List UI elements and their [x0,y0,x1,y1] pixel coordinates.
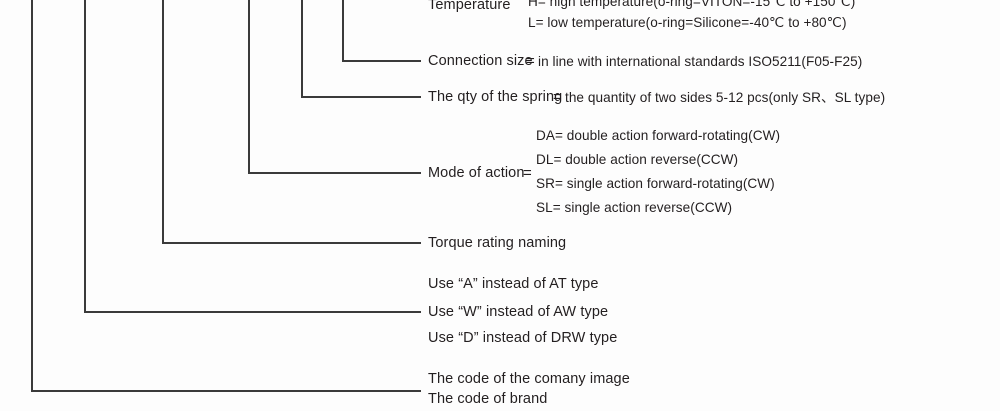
value-use-w: Use “W” instead of AW type [428,303,609,320]
separator-connection-size: = [526,52,535,70]
value-mode-sl: SL= single action reverse(CCW) [536,200,733,216]
value-mode-sr: SR= single action forward-rotating(CW) [536,176,775,192]
leader-line-connection-size [342,0,421,62]
leader-line-torque-rating [162,0,421,244]
label-mode-of-action: Mode of action [428,164,525,181]
value-code-company-image: The code of the comany image [428,370,630,387]
label-spring-qty: The qty of the spring [428,88,563,105]
value-temperature-high: H= high temperature(o-ring=VITON=-15℃ to… [528,0,856,9]
label-torque-rating: Torque rating naming [428,234,567,251]
value-code-brand: The code of brand [428,390,548,407]
value-mode-da: DA= double action forward-rotating(CW) [536,128,781,144]
separator-mode-of-action: = [523,164,532,182]
value-temperature-low: L= low temperature(o-ring=Silicone=-40℃ … [528,15,847,31]
value-use-a: Use “A” instead of AT type [428,275,599,292]
label-connection-size: Connection size [428,52,533,69]
label-temperature: Temperature [428,0,511,13]
leader-line-spring-qty [301,0,421,98]
leader-line-company-brand-code [31,0,421,392]
leader-line-type-code [84,0,421,313]
value-use-d: Use “D” instead of DRW type [428,329,618,346]
value-connection-size: in line with international standards ISO… [538,54,863,70]
value-spring-qty: the quantity of two sides 5-12 pcs(only … [565,90,886,106]
separator-spring-qty: = [553,88,562,106]
value-mode-dl: DL= double action reverse(CCW) [536,152,739,168]
leader-line-mode-of-action [248,0,421,174]
